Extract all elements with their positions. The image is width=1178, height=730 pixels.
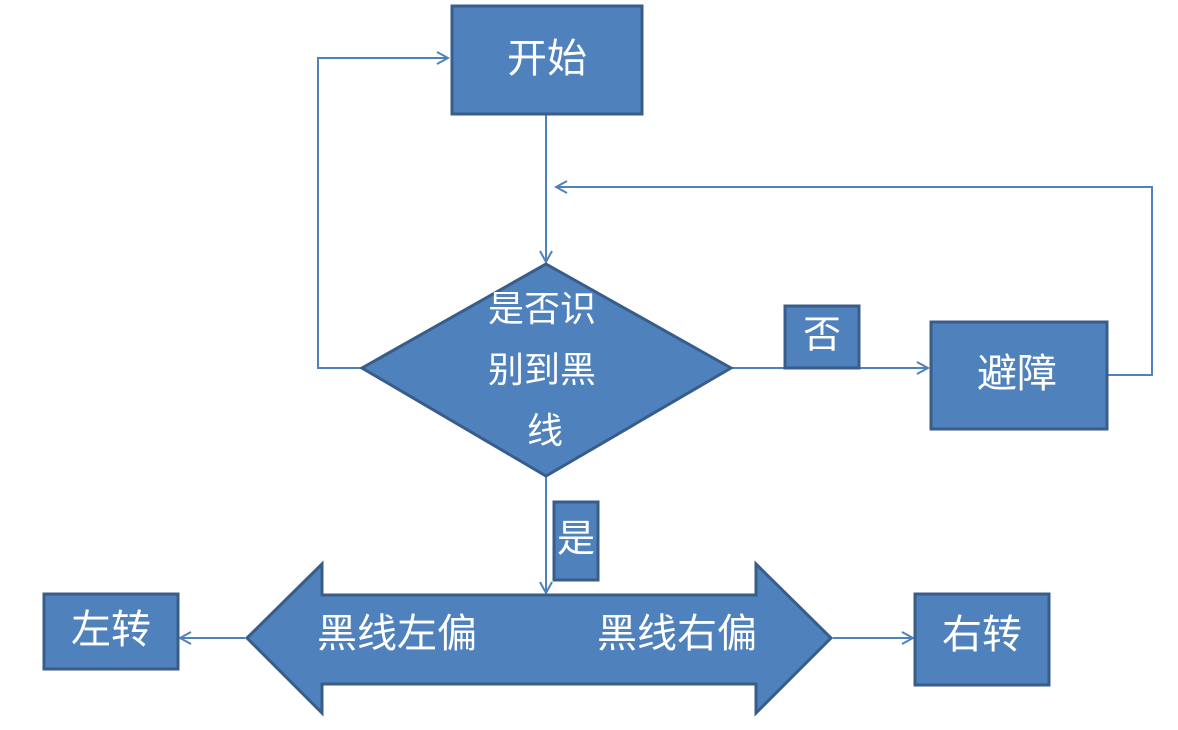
turn-right-label: 右转	[942, 612, 1022, 658]
black-line-left-label: 黑线左偏	[317, 611, 477, 657]
branch-no-label: 否	[803, 313, 841, 357]
avoid-label: 避障	[977, 351, 1057, 397]
branch-yes-label-box: 是	[552, 500, 600, 582]
decision-label-line-2: 别到黑	[488, 350, 596, 391]
connector-decision-loop-to-start	[317, 58, 448, 369]
decision-label-line-1: 是否识	[488, 289, 596, 330]
start-node: 开始	[450, 4, 644, 116]
turn-left-node: 左转	[42, 592, 180, 671]
branch-no-label-box: 否	[783, 304, 861, 370]
branch-yes-label: 是	[557, 517, 595, 561]
connector-avoid-loop-back	[556, 187, 1153, 376]
direction-double-arrow: 黑线左偏 黑线右偏	[244, 560, 834, 717]
decision-node: 是否识 别到黑 线	[358, 262, 735, 478]
avoid-node: 避障	[929, 320, 1109, 431]
start-label: 开始	[507, 36, 587, 82]
turn-left-label: 左转	[71, 607, 151, 653]
decision-label-line-3: 线	[527, 411, 563, 452]
black-line-right-label: 黑线右偏	[597, 611, 757, 657]
turn-right-node: 右转	[913, 592, 1051, 687]
